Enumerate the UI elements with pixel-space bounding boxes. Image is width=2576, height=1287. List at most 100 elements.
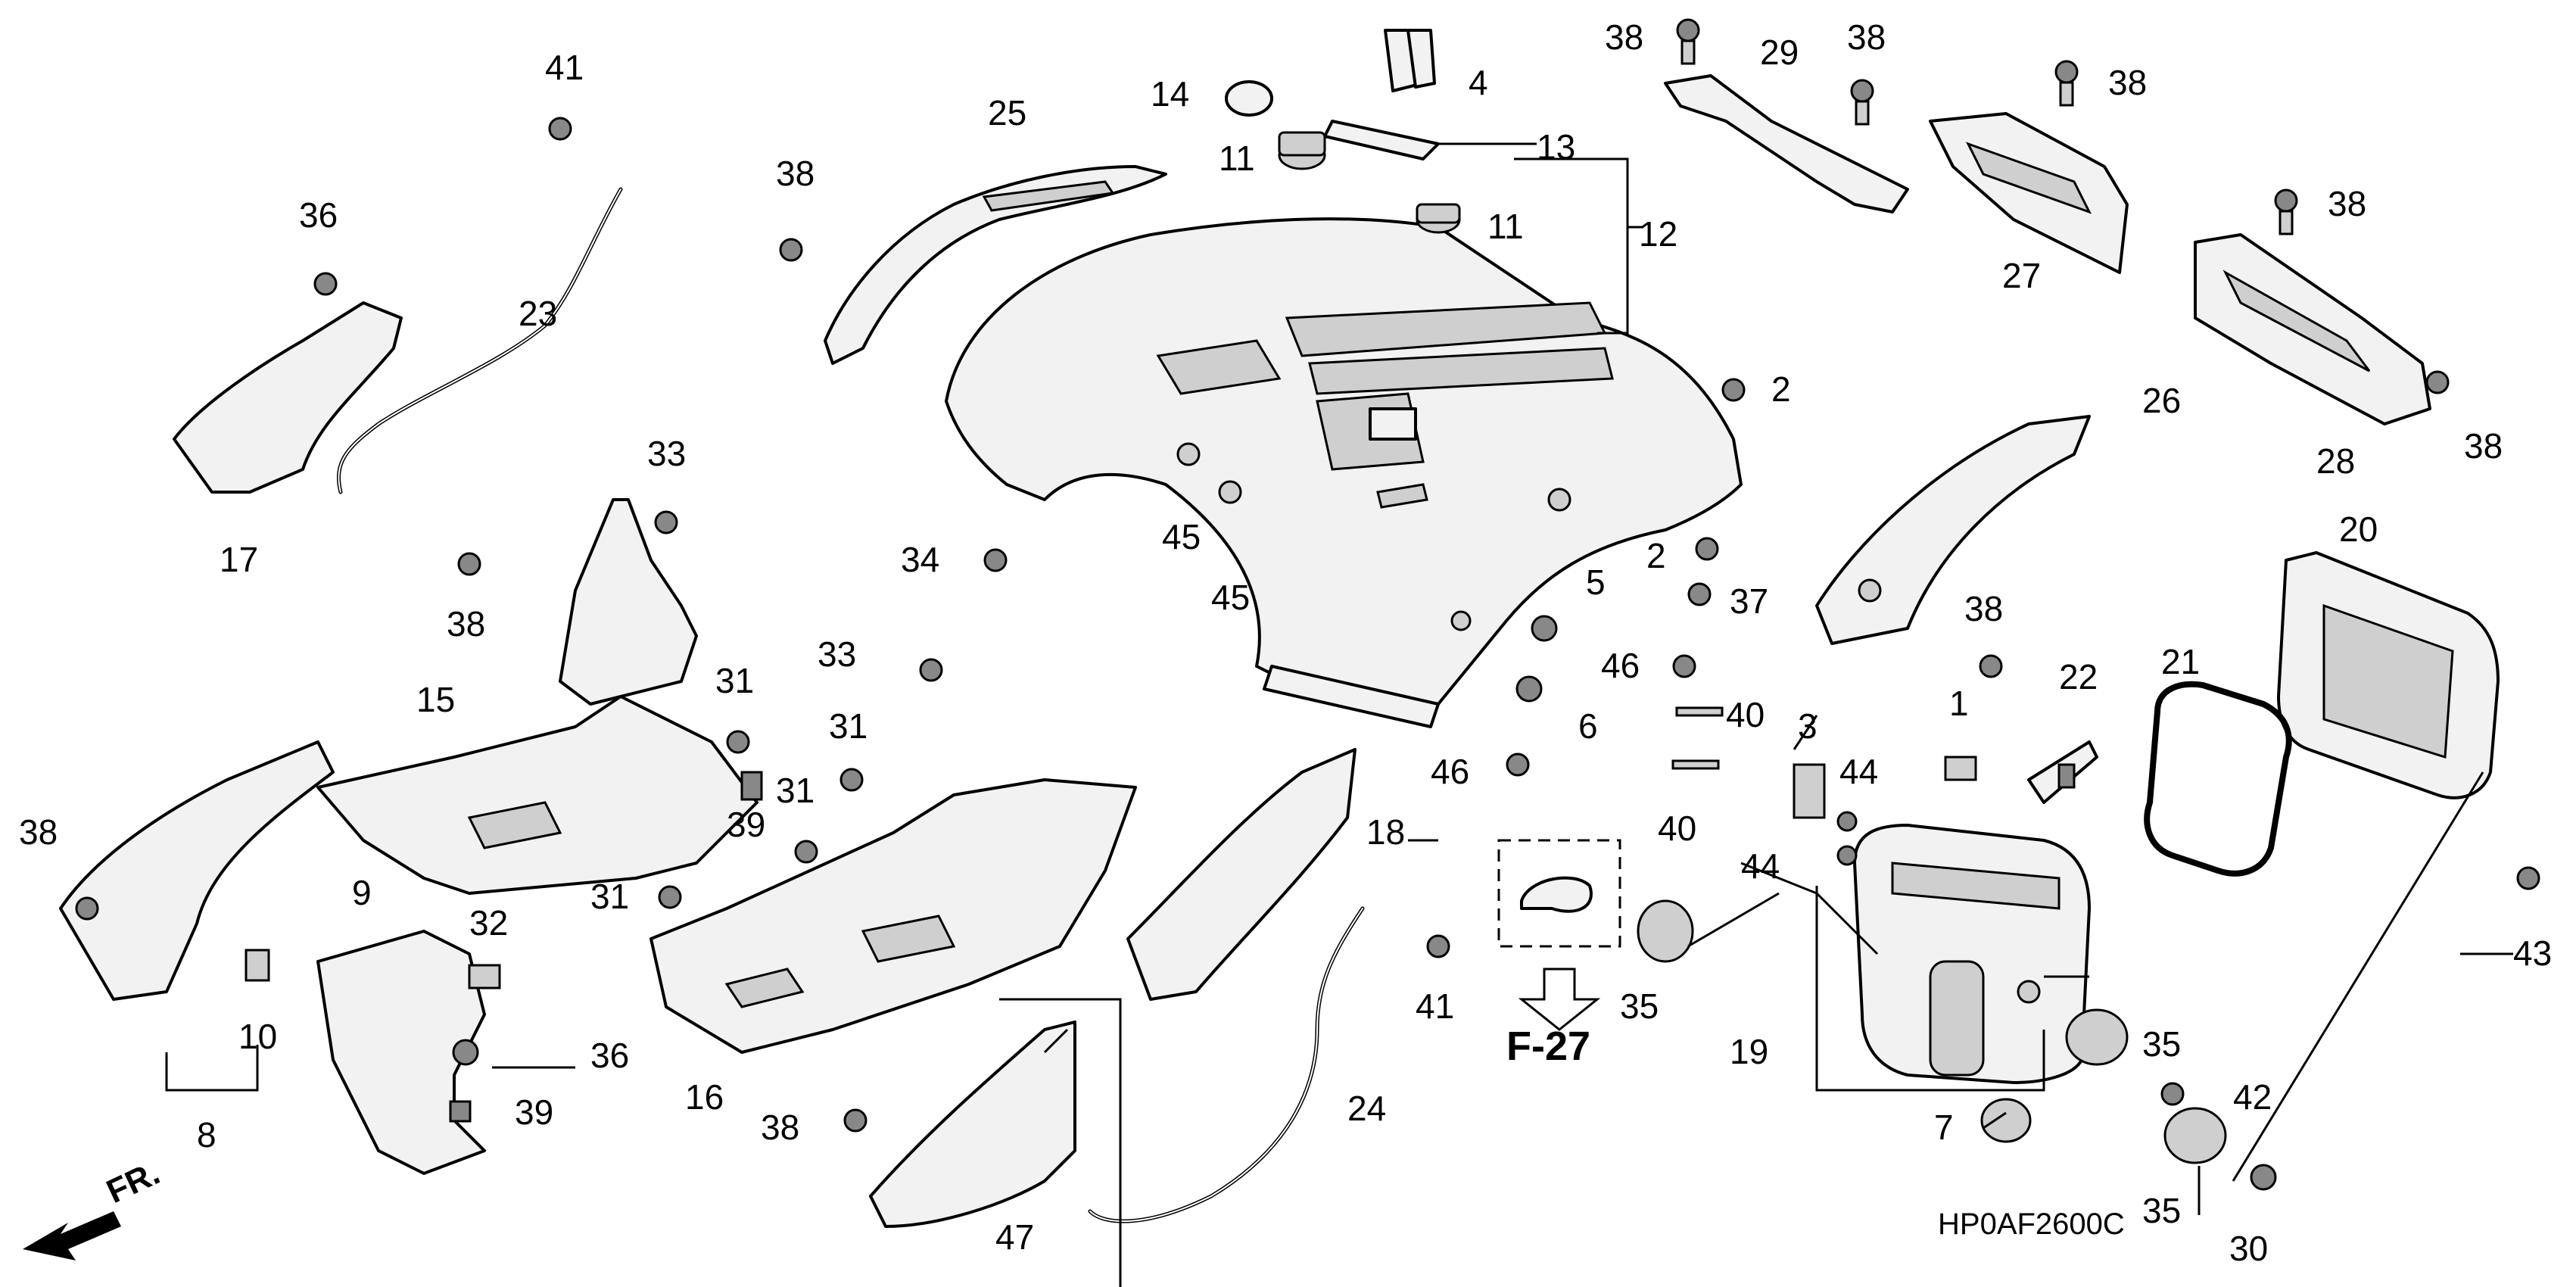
callout-38j: 38	[761, 1108, 799, 1147]
grommet-part	[1980, 1098, 2032, 1143]
bolt-46-b	[1506, 753, 1530, 777]
bolt-38-h	[75, 896, 99, 921]
callout-6: 6	[1578, 706, 1598, 746]
callout-27: 27	[2002, 256, 2041, 295]
callout-5: 5	[1586, 562, 1606, 602]
callout-31d: 31	[590, 877, 629, 916]
bolt-37	[1687, 582, 1712, 606]
clip-39-a	[740, 771, 763, 801]
callout-17: 17	[220, 540, 258, 579]
callout-labels: 1 2 2 3 4 5 6 7 8 9 10 11 11 12 13 14 15…	[19, 17, 2552, 1268]
damper-parts	[1637, 899, 2227, 1164]
nut-6	[1515, 675, 1543, 703]
pin-40-b	[1671, 759, 1720, 770]
callout-29: 29	[1760, 33, 1799, 72]
callout-32: 32	[469, 903, 508, 943]
nut-30	[2250, 1164, 2277, 1191]
callout-8: 8	[197, 1115, 216, 1155]
bolt-33-a	[654, 510, 678, 534]
mud-guard-part	[59, 740, 335, 1001]
callout-45a: 45	[1162, 517, 1201, 556]
callout-31c: 31	[776, 771, 815, 810]
reflector-frame-part	[2277, 551, 2500, 799]
callout-7: 7	[1934, 1108, 1954, 1147]
nut-44-a	[1836, 811, 1858, 832]
bolt-41-b	[1426, 934, 1450, 958]
callout-2: 2	[1771, 369, 1791, 409]
callout-38e: 38	[2464, 426, 2503, 466]
bracket-3	[1793, 763, 1826, 819]
bolt-38-a	[1676, 18, 1700, 65]
callout-4: 4	[1469, 63, 1488, 102]
callout-13: 13	[1537, 127, 1575, 167]
callout-43: 43	[2513, 933, 2552, 973]
leader-lines	[165, 142, 2484, 1287]
small-parts-cluster	[1225, 29, 1461, 234]
callout-47: 47	[995, 1217, 1034, 1257]
callout-35b: 35	[2142, 1024, 2181, 1064]
callout-9: 9	[352, 873, 372, 912]
fender-trim-part	[824, 165, 1167, 365]
bolt-42	[2160, 1082, 2185, 1106]
callout-1: 1	[1949, 684, 1969, 723]
callout-31a: 31	[715, 661, 754, 700]
side-cover-front-part	[173, 301, 403, 494]
callout-26: 26	[2142, 381, 2181, 420]
gasket-part	[2144, 681, 2292, 877]
bolt-38-e	[2425, 370, 2450, 394]
storage-box-part	[1853, 824, 2091, 1084]
callout-31b: 31	[829, 706, 867, 746]
pad-part	[1944, 756, 1977, 781]
bolt-38-j	[843, 1108, 867, 1133]
callout-ticks	[492, 715, 2513, 1215]
callout-11: 11	[1219, 139, 1255, 178]
nut-31-b	[839, 768, 864, 792]
nut-44-b	[1836, 845, 1858, 866]
callout-38f: 38	[776, 154, 815, 193]
clip-part	[2027, 740, 2098, 804]
callout-40a: 40	[1726, 695, 1765, 734]
callout-33b: 33	[818, 634, 856, 674]
nut-31-a	[726, 730, 750, 754]
callout-35c: 35	[2142, 1191, 2181, 1230]
nut-5	[1531, 615, 1558, 642]
callout-28: 28	[2316, 441, 2355, 481]
front-fender-part	[316, 498, 758, 895]
bolt-38-c	[2054, 60, 2079, 107]
callout-42: 42	[2233, 1077, 2272, 1117]
callout-11b: 11	[1487, 207, 1524, 246]
fastener-parts	[75, 18, 2540, 1191]
bolt-41-a	[548, 117, 572, 141]
callout-45b: 45	[1211, 578, 1250, 617]
bolt-33-b	[919, 658, 943, 682]
callout-36a: 36	[299, 195, 338, 235]
clip-10	[245, 949, 270, 982]
callout-25: 25	[988, 93, 1026, 132]
bolt-38-i	[1979, 654, 2003, 678]
callout-24: 24	[1347, 1089, 1386, 1128]
callout-39a: 39	[727, 805, 765, 844]
callout-37: 37	[1730, 581, 1768, 621]
washer-45-b	[1218, 480, 1242, 504]
callout-38h: 38	[19, 812, 58, 852]
bolt-38-g	[457, 552, 481, 576]
callout-44b: 44	[1741, 846, 1780, 886]
cable-parts	[336, 187, 1365, 1223]
callout-33a: 33	[647, 434, 686, 473]
front-marker-label: FR.	[101, 1155, 166, 1211]
bolt-38-b	[1850, 79, 1874, 126]
panel-47-part	[869, 1021, 1076, 1228]
callout-39b: 39	[515, 1092, 553, 1132]
callout-41b: 41	[1416, 986, 1454, 1026]
callout-38d: 38	[2328, 184, 2366, 223]
callout-38c: 38	[2108, 63, 2147, 102]
bolt-43	[2516, 866, 2540, 890]
callout-38b: 38	[1847, 17, 1886, 57]
bolt-36-b	[452, 1039, 479, 1066]
callout-34: 34	[901, 540, 939, 579]
bolt-36-a	[313, 272, 338, 296]
f27-clamp-box	[1497, 839, 1621, 1031]
callout-35a: 35	[1620, 986, 1659, 1026]
callout-46b: 46	[1431, 752, 1469, 791]
